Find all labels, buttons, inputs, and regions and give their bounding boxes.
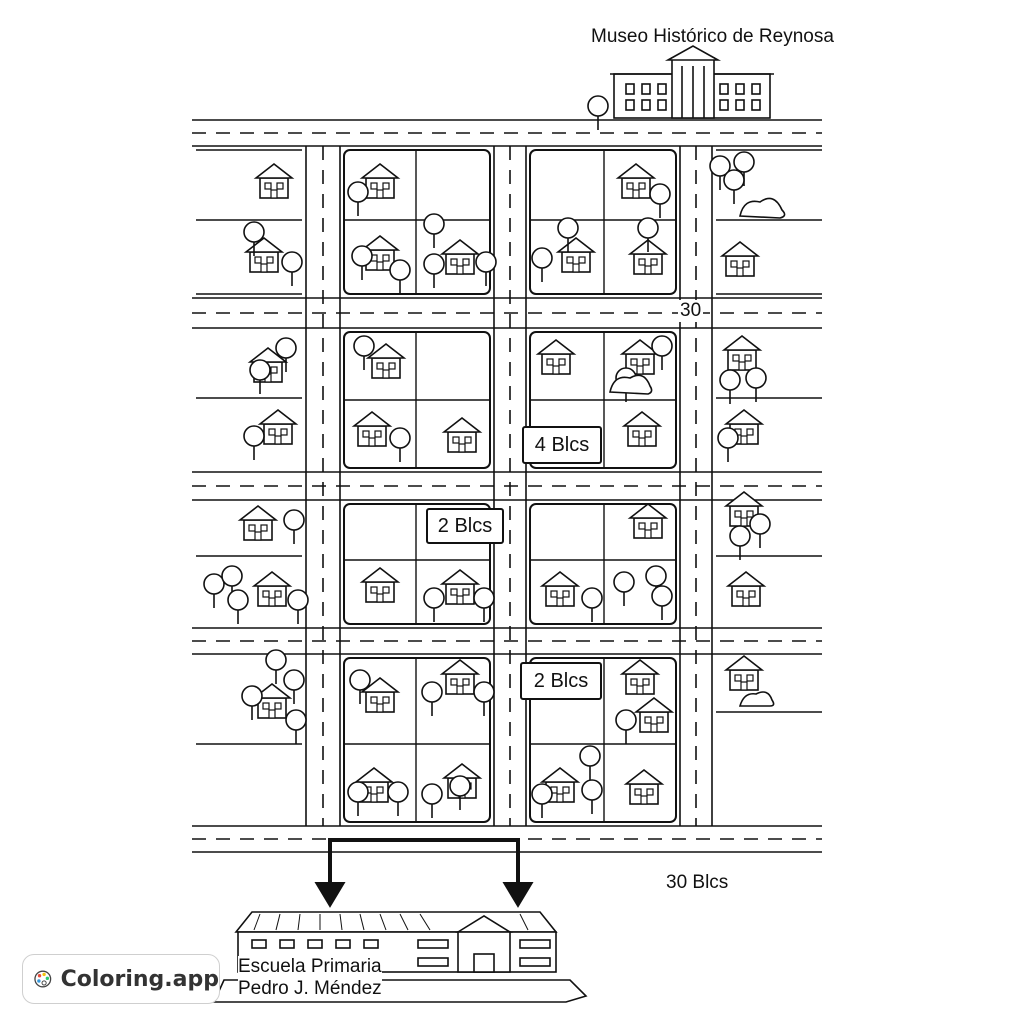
vertical-roads: [305, 146, 713, 826]
distance-label-4-blocks: 4 Blcs: [522, 426, 602, 464]
houses: [239, 163, 765, 805]
school-name-line2: Pedro J. Méndez: [238, 978, 382, 1000]
watermark-text: Coloring.app: [60, 966, 219, 992]
distance-label-2-blocks-right: 2 Blcs: [520, 662, 602, 700]
distance-label-30-blocks: 30 Blcs: [666, 872, 729, 893]
route-arrow: [314, 838, 534, 908]
coloring-app-watermark[interactable]: Coloring.app: [22, 954, 220, 1004]
horizontal-roads: [192, 119, 822, 853]
bushes: [609, 197, 786, 707]
museum-label: Museo Histórico de Reynosa: [591, 26, 834, 47]
school-name-line1: Escuela Primaria: [238, 956, 382, 978]
museum-building: [610, 45, 774, 119]
palette-icon: [34, 970, 52, 988]
lot-dividers: [196, 150, 822, 822]
street-number-label: 30: [678, 300, 704, 322]
school-building: [212, 911, 588, 1003]
distance-label-2-blocks-left: 2 Blcs: [426, 508, 504, 544]
